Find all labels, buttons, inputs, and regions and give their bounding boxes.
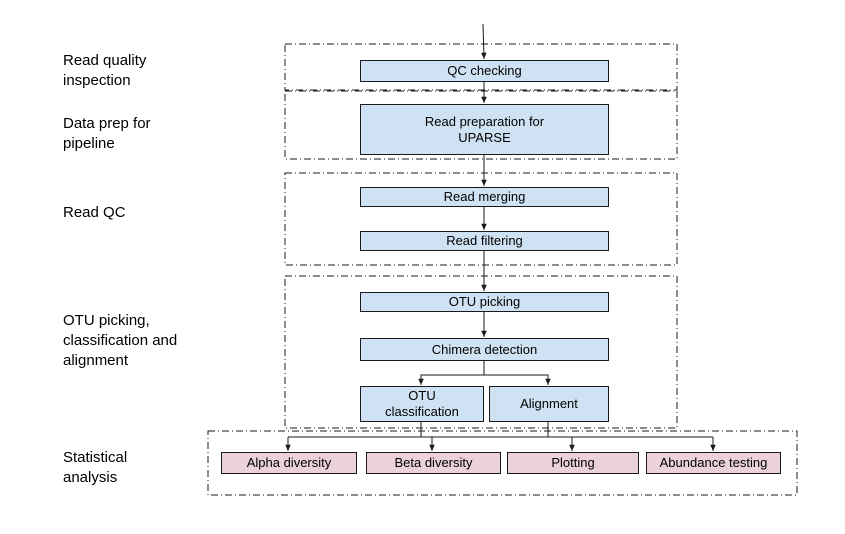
step-qc-checking: QC checking	[360, 60, 609, 82]
analysis-plotting: Plotting	[507, 452, 639, 474]
analysis-beta-diversity: Beta diversity	[366, 452, 501, 474]
step-chimera-detection: Chimera detection	[360, 338, 609, 361]
group-frame-otu	[284, 275, 678, 429]
stage-label-read-qc: Read QC	[63, 204, 126, 221]
entry-arrow	[481, 23, 487, 60]
group-frame-data-prep	[284, 90, 678, 160]
analysis-abundance-testing: Abundance testing	[646, 452, 781, 474]
step-read-merging: Read merging	[360, 187, 609, 207]
stage-label-statistical: Statistical analysis	[63, 449, 128, 486]
stage-label-otu: OTU picking, classification and alignmen…	[63, 312, 178, 369]
group-frame-statistical	[207, 430, 798, 496]
connector-chimera-split	[420, 374, 549, 385]
stage-label-read-quality: Read quality inspection	[63, 52, 147, 89]
step-alignment: Alignment	[489, 386, 609, 422]
step-read-preparation: Read preparation for UPARSE	[360, 104, 609, 155]
step-read-filtering: Read filtering	[360, 231, 609, 251]
step-otu-classification: OTU classification	[360, 386, 484, 422]
stage-label-data-prep: Data prep for pipeline	[63, 115, 151, 152]
analysis-alpha-diversity: Alpha diversity	[221, 452, 357, 474]
group-frame-read-qc	[284, 172, 678, 266]
step-otu-picking: OTU picking	[360, 292, 609, 312]
group-frame-read-quality	[284, 43, 678, 91]
